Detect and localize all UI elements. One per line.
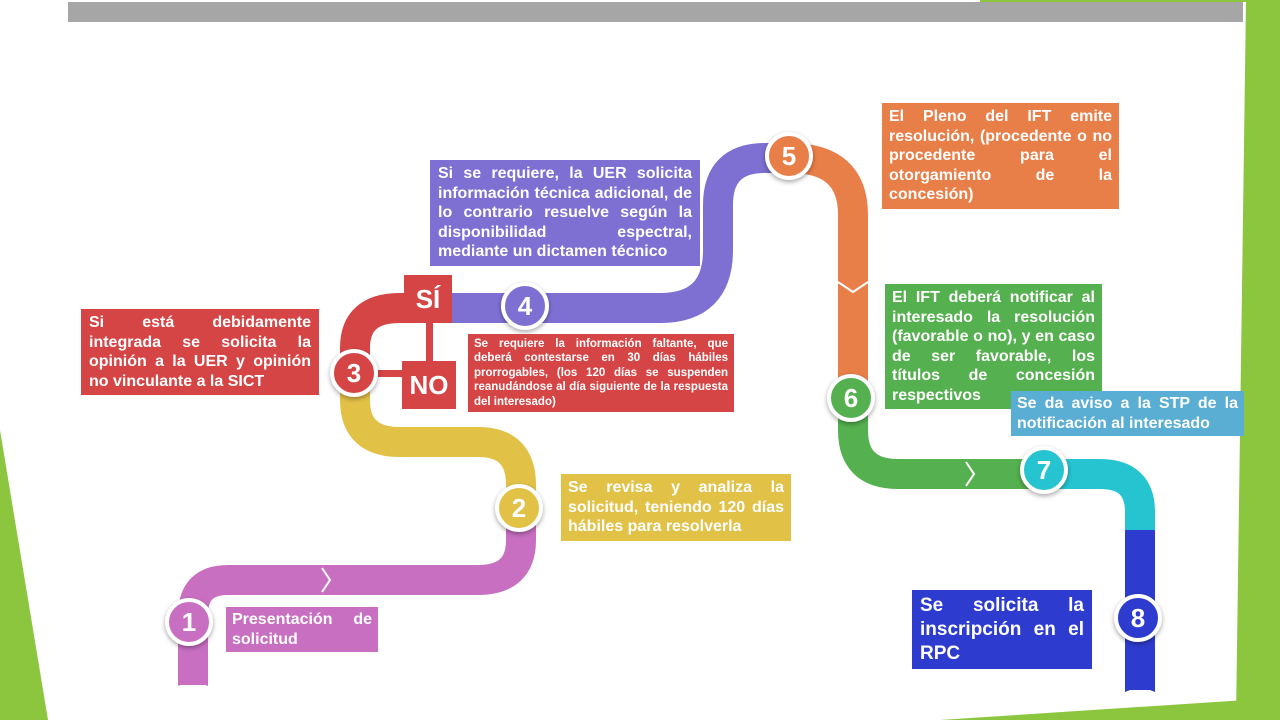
step-6-text: El IFT deberá notificar al interesado la… [885, 284, 1102, 410]
green-corner-right [1236, 0, 1280, 720]
road-segment-4 [440, 143, 790, 323]
step-4-text: Si se requiere, la UER solicita informac… [430, 160, 700, 266]
top-bar-highlight [980, 0, 1246, 2]
step-5-circle: 5 [765, 132, 813, 180]
yes-label: SÍ [404, 275, 452, 323]
road-segment-3 [340, 293, 440, 375]
road-segment-5 [789, 143, 868, 400]
step-8-text: Se solicita la inscripción en el RPC [912, 590, 1092, 670]
step-8-circle: 8 [1114, 594, 1162, 642]
step-7-text: Se da aviso a la STP de la notificación … [1011, 391, 1244, 437]
top-gray-bar [68, 2, 1243, 22]
road-segment-7 [1046, 459, 1155, 530]
step-1-text: Presentación de solicitud [226, 607, 378, 653]
no-branch-text: Se requiere la información faltante, que… [468, 334, 734, 412]
road-start-notch [178, 672, 208, 686]
step-7-circle: 7 [1020, 446, 1068, 494]
step-2-circle: 2 [495, 484, 543, 532]
road-end-notch [1125, 684, 1155, 692]
step-4-circle: 4 [501, 282, 549, 330]
no-label: NO [402, 361, 456, 409]
road-segment-6 [838, 400, 1046, 489]
road-segment-2 [340, 375, 536, 510]
road-chevron [837, 281, 869, 294]
green-corner-left [0, 430, 48, 720]
road-segment-1 [178, 510, 536, 685]
step-3-text: Si está debidamente integrada se solicit… [81, 309, 319, 396]
yes-no-connector [426, 322, 433, 362]
step-1-circle: 1 [165, 598, 213, 646]
road-chevron [965, 461, 976, 487]
step-6-circle: 6 [827, 374, 875, 422]
yes-no-connector [378, 370, 408, 377]
step-5-text: El Pleno del IFT emite resolución, (proc… [882, 103, 1119, 209]
green-corner-bottom [940, 700, 1246, 720]
step-2-text: Se revisa y analiza la solicitud, tenien… [561, 474, 791, 541]
road-chevron [321, 567, 332, 593]
step-3-circle: 3 [330, 349, 378, 397]
